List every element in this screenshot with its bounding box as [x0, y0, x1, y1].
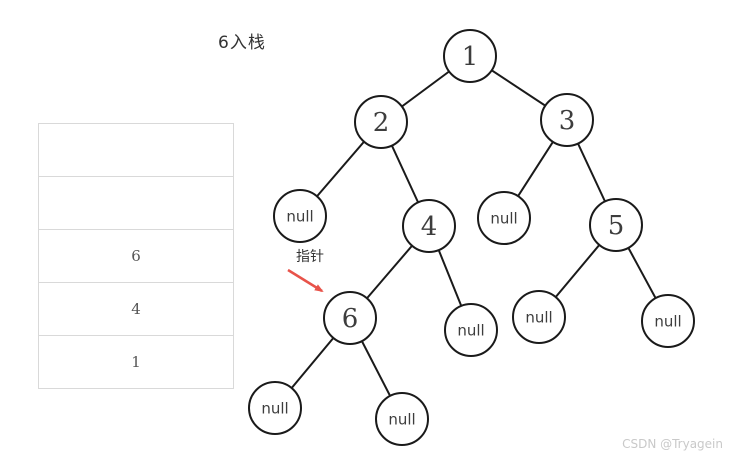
pointer-arrow	[287, 268, 324, 293]
node-circle	[444, 303, 498, 357]
node-label: 2	[373, 108, 390, 138]
tree-node-null-4R: null	[444, 303, 498, 357]
node-label: 5	[608, 211, 625, 241]
tree-node-null-6L: null	[248, 381, 302, 435]
tree-node-6: 6	[323, 291, 377, 345]
node-circle	[540, 93, 594, 147]
tree-node-1: 1	[443, 29, 497, 83]
node-circle	[589, 198, 643, 252]
node-label: null	[388, 410, 415, 428]
node-label: null	[654, 312, 681, 330]
node-circle	[323, 291, 377, 345]
node-circle	[402, 199, 456, 253]
stack-row	[39, 177, 233, 230]
node-circle	[248, 381, 302, 435]
node-label: null	[286, 207, 313, 225]
node-label: 1	[462, 42, 479, 72]
node-circle	[641, 294, 695, 348]
node-circle	[512, 290, 566, 344]
tree-node-null-5R: null	[641, 294, 695, 348]
tree-node-2: 2	[354, 95, 408, 149]
tree-node-null-6R: null	[375, 392, 429, 446]
watermark: CSDN @Tryagein	[622, 437, 723, 451]
stack-row: 1	[131, 353, 141, 371]
tree-node-5: 5	[589, 198, 643, 252]
node-circle	[354, 95, 408, 149]
stack-table: 6 4 1	[38, 123, 234, 389]
tree-node-null-2L: null	[273, 189, 327, 243]
tree-node-3: 3	[540, 93, 594, 147]
node-circle	[273, 189, 327, 243]
node-circle	[375, 392, 429, 446]
node-label: null	[525, 308, 552, 326]
stack-row: 6	[39, 230, 233, 283]
diagram-title: 6入栈	[218, 33, 266, 53]
node-label: 3	[559, 106, 576, 136]
stack-row: 4	[39, 283, 233, 336]
pointer-label: 指针	[296, 249, 324, 265]
tree-node-null-5L: null	[512, 290, 566, 344]
node-label: null	[261, 399, 288, 417]
tree-node-null-3L: null	[477, 191, 531, 245]
node-label: 4	[421, 212, 438, 242]
node-label: null	[457, 321, 484, 339]
node-circle	[477, 191, 531, 245]
node-circle	[443, 29, 497, 83]
tree-node-4: 4	[402, 199, 456, 253]
node-label: 6	[342, 304, 359, 334]
node-label: null	[490, 209, 517, 227]
stack-row	[39, 124, 233, 177]
